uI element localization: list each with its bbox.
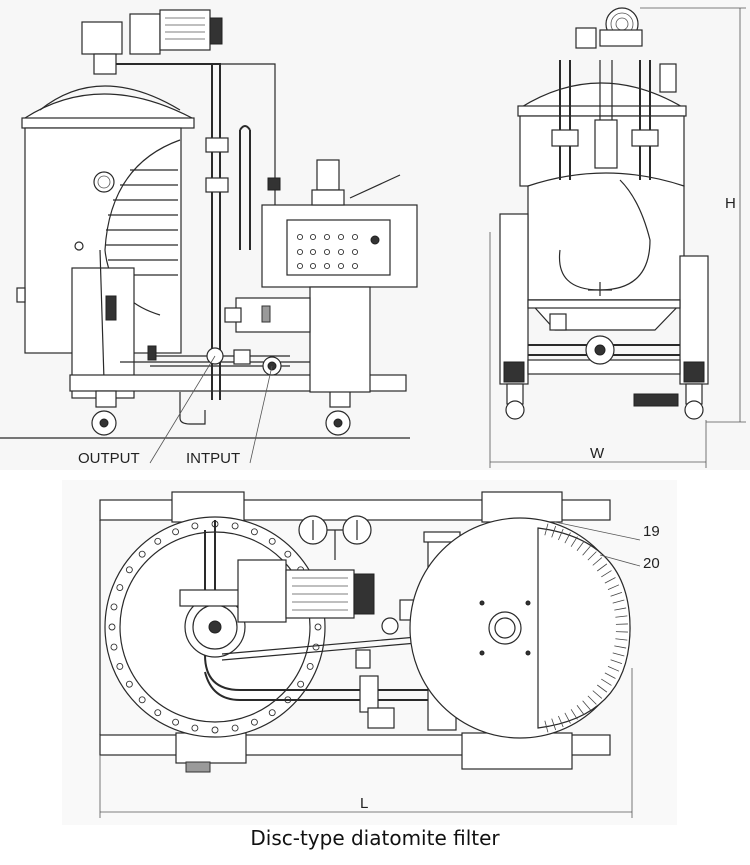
flange-bolt (211, 726, 219, 734)
caption: Disc-type diatomite filter (250, 826, 500, 850)
flange-bolt (154, 709, 162, 717)
filter-disc-edge (614, 607, 627, 611)
filter-disc-edge (612, 599, 625, 604)
part-19-label: 19 (643, 523, 660, 540)
flange-bolt (312, 643, 320, 651)
filter-disc-edge (607, 584, 620, 590)
flange-bolt (191, 724, 199, 732)
filter-disc-edge (576, 705, 585, 716)
flange-bolt (172, 718, 180, 726)
front-wheel-left (91, 390, 117, 436)
flange-bolt (314, 623, 322, 631)
filter-disc-edge (576, 540, 585, 551)
input-label: INTPUT (186, 450, 240, 467)
flange-bolt (138, 696, 146, 704)
flange-bolt (125, 566, 133, 574)
filter-disc-edge (551, 718, 557, 731)
filter-disc-edge (582, 545, 591, 556)
filter-disc-edge (570, 709, 578, 720)
flange-bolt (297, 680, 305, 688)
flange-bolt (172, 528, 180, 536)
flange-bolt (231, 724, 239, 732)
filter-disc-edge (610, 659, 623, 665)
filter-disc-edge (592, 690, 603, 699)
flange-bolt (268, 537, 276, 545)
filter-disc-edge (558, 715, 564, 728)
side-tank-body (527, 172, 685, 301)
flange-bolt (154, 537, 162, 545)
side-frame-left (499, 213, 529, 385)
filter-disc-edge (610, 591, 623, 597)
flange-bolt (116, 662, 124, 670)
flange-bolt (268, 709, 276, 717)
part-20-label: 20 (643, 555, 660, 572)
filter-disc-edge (587, 551, 597, 561)
filter-disc-edge (604, 577, 616, 584)
flange-bolt (231, 522, 239, 530)
flange-bolt (108, 623, 116, 631)
output-label: OUTPUT (78, 450, 140, 467)
filter-disc-edge (607, 666, 620, 672)
flange-bolt (191, 522, 199, 530)
side-view (489, 7, 746, 468)
filter-disc-edge (587, 695, 597, 705)
flange-bolt (138, 550, 146, 558)
filter-disc-edge (612, 652, 625, 657)
flange-bolt (284, 550, 292, 558)
flange-bolt (250, 718, 258, 726)
filter-disc-edge (597, 563, 608, 572)
flange-bolt (110, 643, 118, 651)
filter-disc-edge (551, 525, 557, 538)
filter-disc-edge (615, 638, 628, 641)
filter-disc-edge (564, 532, 571, 544)
length-label: L (360, 795, 368, 812)
filter-disc-edge (597, 684, 608, 693)
height-label: H (725, 195, 736, 212)
filter-disc-edge (614, 645, 627, 649)
filter-disc-edge (604, 672, 616, 679)
front-wheel-right (325, 390, 351, 436)
filter-disc-edge (601, 678, 612, 686)
filter-disc-edge (615, 615, 628, 618)
flange-bolt (110, 603, 118, 611)
filter-disc-edge (601, 570, 612, 578)
filter-disc-edge (544, 720, 549, 733)
flange-bolt (250, 528, 258, 536)
filter-disc-edge (582, 700, 591, 711)
flange-bolt (116, 584, 124, 592)
top-view (99, 491, 641, 818)
filter-disc-edge (570, 536, 578, 547)
width-label: W (590, 445, 605, 462)
filter-disc-edge (564, 712, 571, 724)
flange-bolt (306, 662, 314, 670)
filter-disc-edge (544, 523, 549, 536)
pump-motor (159, 9, 211, 51)
filter-disc-edge (558, 528, 564, 541)
flange-bolt (125, 680, 133, 688)
filter-disc-edge (592, 557, 603, 566)
front-view (0, 9, 418, 464)
